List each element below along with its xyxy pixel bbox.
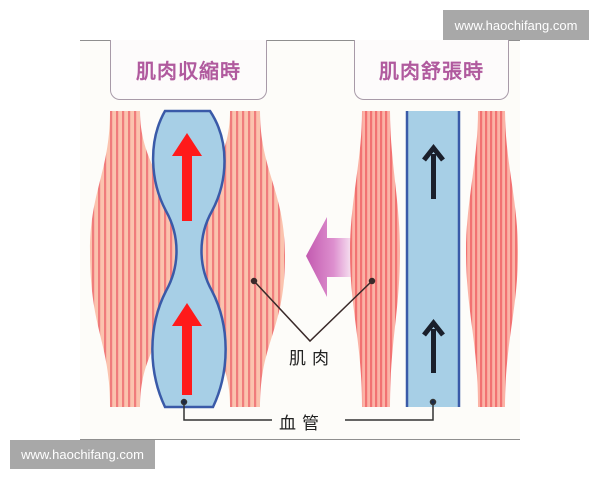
right-flow-arrow-bottom xyxy=(422,318,445,373)
watermark-bottom-left: www.haochifang.com xyxy=(10,440,155,469)
right-muscle-left xyxy=(350,111,400,407)
watermark-top-right: www.haochifang.com xyxy=(443,10,589,40)
right-muscle-right xyxy=(466,111,518,407)
diagram-frame: 肌肉収縮時 肌肉舒張時 肌肉 血管 xyxy=(80,40,520,440)
muscle-label: 肌肉 xyxy=(287,344,337,369)
right-flow-arrow-top xyxy=(422,143,445,199)
contraction-title: 肌肉収縮時 xyxy=(110,40,267,100)
left-flow-arrow-top xyxy=(172,133,202,221)
vessel-callout-lines xyxy=(180,398,437,421)
muscle-callout-lines xyxy=(250,277,376,343)
relaxation-title: 肌肉舒張時 xyxy=(354,40,509,100)
muscle-pump-illustration xyxy=(90,109,518,421)
transition-arrow-icon xyxy=(306,217,352,297)
left-flow-arrow-bottom xyxy=(172,303,202,395)
vessel-label: 血管 xyxy=(277,409,327,434)
left-blood-vessel xyxy=(151,109,227,409)
